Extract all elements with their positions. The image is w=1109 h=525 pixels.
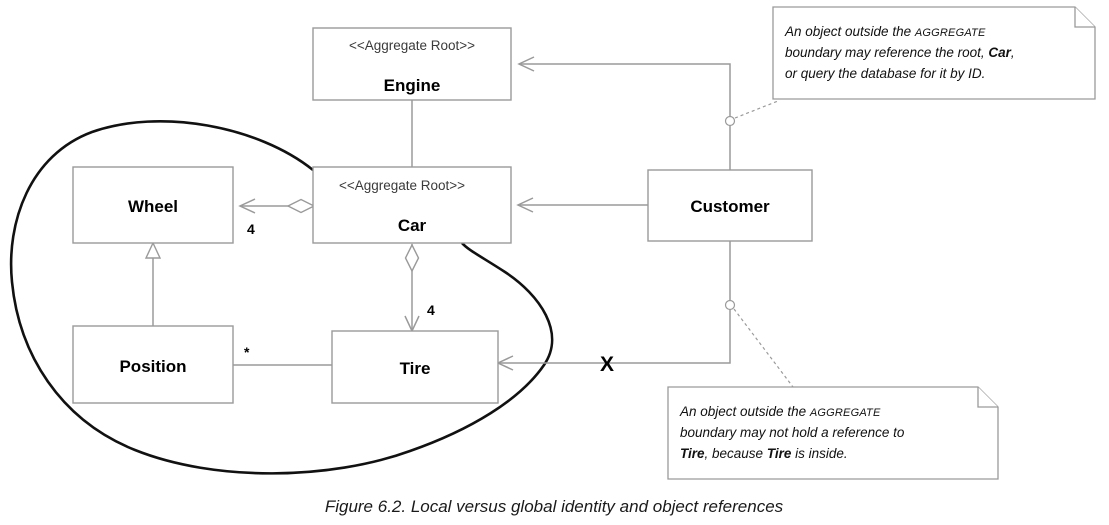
- note-bottom-l2-seg1: boundary may not hold a reference to: [680, 425, 905, 440]
- connector-customer-engine: [519, 63, 731, 170]
- class-box-wheel-rect: [72, 166, 234, 244]
- class-box-car-rect: [312, 166, 512, 244]
- class-name-wheel: Wheel: [128, 197, 178, 216]
- class-box-engine[interactable]: <<Aggregate Root>> Engine: [312, 27, 512, 101]
- class-box-customer[interactable]: Customer: [647, 169, 813, 242]
- note-top-l2-seg2: Car: [988, 45, 1011, 60]
- note-bottom-l1-seg2: AGGREGATE: [809, 407, 881, 419]
- note-leader-top: [734, 100, 779, 119]
- class-stereotype-engine: <<Aggregate Root>>: [349, 38, 475, 53]
- note-bottom-l3-seg1: Tire: [680, 446, 705, 461]
- class-name-position: Position: [119, 357, 186, 376]
- class-box-position[interactable]: Position: [72, 325, 234, 404]
- class-box-engine-rect: [312, 27, 512, 101]
- class-box-car[interactable]: <<Aggregate Root>> Car: [312, 166, 512, 244]
- note-top-line-1: An object outside the AGGREGATE: [784, 24, 986, 39]
- note-bottom-l1-seg1: An object outside the: [679, 404, 810, 419]
- note-top-line-3: or query the database for it by ID.: [785, 66, 985, 81]
- class-box-tire-rect: [331, 330, 499, 404]
- connector-customer-tire: [498, 241, 731, 364]
- aggregation-diamond-car-tire: [404, 243, 420, 273]
- multiplicity-car-wheel: 4: [247, 221, 255, 237]
- note-bottom-line-2: boundary may not hold a reference to: [680, 425, 905, 440]
- note-bottom-l3-seg2: , because: [705, 446, 767, 461]
- note-bottom-line-1: An object outside the AGGREGATE: [679, 404, 881, 419]
- class-box-tire[interactable]: Tire: [331, 330, 499, 404]
- class-name-car: Car: [398, 216, 427, 235]
- note-top-fold: [1074, 7, 1095, 28]
- class-name-tire: Tire: [400, 359, 431, 378]
- class-stereotype-car: <<Aggregate Root>>: [339, 178, 465, 193]
- multiplicity-position-tire: *: [244, 344, 250, 360]
- note-bottom[interactable]: An object outside the AGGREGATE boundary…: [667, 386, 999, 480]
- note-bottom-fold: [977, 387, 998, 408]
- note-anchor-circle-bottom: [724, 299, 736, 311]
- class-box-position-rect: [72, 325, 234, 404]
- note-bottom-l3-seg3: Tire: [767, 446, 792, 461]
- class-box-customer-rect: [647, 169, 813, 242]
- class-box-wheel[interactable]: Wheel: [72, 166, 234, 244]
- aggregation-diamond-car-wheel: [286, 198, 316, 214]
- multiplicity-car-tire: 4: [427, 302, 435, 318]
- note-bottom-line-3: Tire, because Tire is inside.: [680, 446, 848, 461]
- note-anchor-circle-top: [724, 115, 736, 127]
- note-top-l3-seg1: or query the database for it by ID.: [785, 66, 985, 81]
- note-bottom-l3-seg4: is inside.: [791, 446, 847, 461]
- note-top-shape: [772, 6, 1096, 100]
- arrowhead-engine-left: [517, 56, 535, 72]
- note-top[interactable]: An object outside the AGGREGATE boundary…: [772, 6, 1096, 100]
- arrowhead-wheel-right: [238, 198, 256, 214]
- generalization-triangle-wheel: [144, 241, 162, 259]
- class-name-engine: Engine: [384, 76, 441, 95]
- note-bottom-shape: [667, 386, 999, 480]
- note-leader-bottom: [733, 308, 794, 388]
- note-top-l2-seg1: boundary may reference the root,: [785, 45, 988, 60]
- note-top-l1-seg1: An object outside the: [784, 24, 915, 39]
- aggregate-boundary-curve: [9, 120, 554, 475]
- note-top-l2-seg3: ,: [1011, 45, 1015, 60]
- note-top-l1-seg2: AGGREGATE: [914, 27, 986, 39]
- forbidden-reference-marker: X: [600, 353, 614, 376]
- note-top-line-2: boundary may reference the root, Car,: [785, 45, 1015, 60]
- class-name-customer: Customer: [690, 197, 770, 216]
- arrowhead-car-right: [516, 197, 534, 213]
- figure-caption: Figure 6.2. Local versus global identity…: [325, 497, 784, 516]
